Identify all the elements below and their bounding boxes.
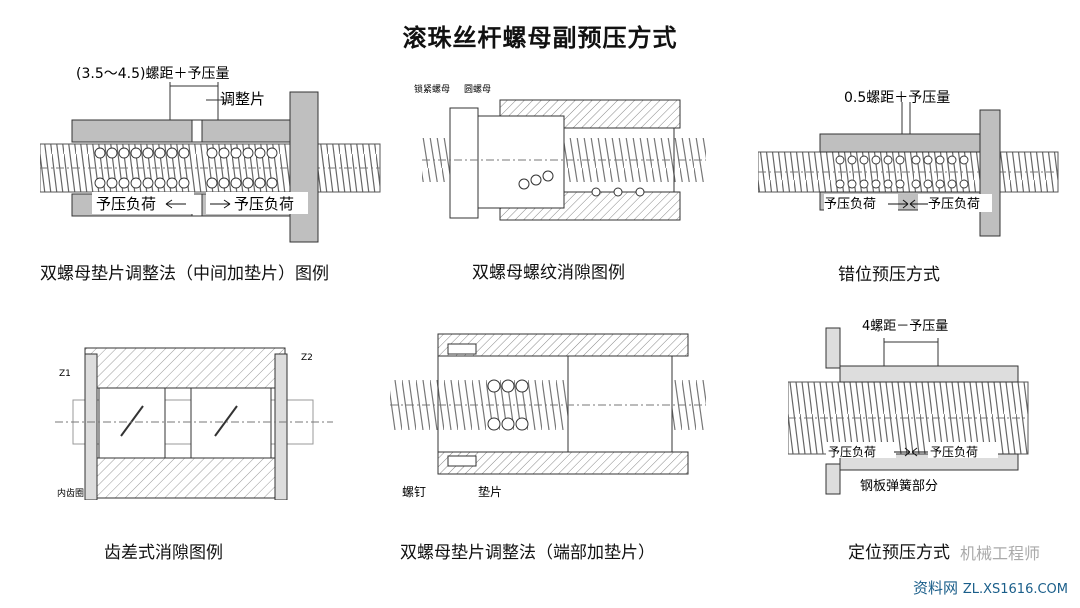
- label-round-nut: 圆螺母: [464, 84, 491, 95]
- diagram-double-nut-end-shim: 螺钉 垫片: [390, 333, 706, 499]
- watermark-site-name: 资料网: [913, 579, 959, 597]
- watermark-site: 资料网 ZL.XS1616.COM: [913, 577, 1068, 598]
- figure-double-nut-middle-shim: (3.5～4.5)螺距＋予压量 调整片 予压负荷 予压负荷: [39, 58, 390, 248]
- caption-fig1: 双螺母垫片调整法（中间加垫片）图例: [40, 264, 329, 284]
- page-title: 滚珠丝杆螺母副预压方式: [402, 24, 678, 52]
- label-inner-ring: 内齿圈: [57, 487, 84, 499]
- label-z2: Z2: [301, 353, 313, 363]
- label-screw: 螺钉: [402, 485, 426, 499]
- label-pitch: (3.5～4.5)螺距＋予压量: [76, 66, 229, 82]
- figure-double-nut-end-shim: 螺钉 垫片: [388, 330, 708, 502]
- caption-fig5: 双螺母垫片调整法（端部加垫片）: [400, 543, 655, 563]
- caption-fig6: 定位预压方式: [848, 543, 950, 563]
- label-load-left: 予压负荷: [96, 195, 156, 213]
- label-load-right: 予压负荷: [928, 197, 980, 212]
- watermark-url: ZL.XS1616.COM: [962, 582, 1068, 597]
- figure-positioning-preload: 4螺距－予压量 予压负荷 予压负荷 钢板弹簧部分: [787, 318, 1040, 502]
- label-load-left: 予压负荷: [824, 197, 876, 212]
- label-spring: 钢板弹簧部分: [860, 478, 938, 494]
- diagram-offset-preload: 0.5螺距＋予压量 予压负荷 予压负荷: [757, 90, 1059, 237]
- diagram-double-nut-thread: 锁紧螺母 圆螺母: [414, 83, 706, 221]
- figure-offset-preload: 0.5螺距＋予压量 予压负荷 予压负荷: [757, 84, 1062, 244]
- diagram-positioning-preload: 4螺距－予压量 予压负荷 予压负荷 钢板弹簧部分: [787, 319, 1029, 495]
- watermark-brand: 机械工程师: [959, 544, 1040, 563]
- diagram-double-nut-middle-shim: (3.5～4.5)螺距＋予压量 调整片 予压负荷 予压负荷: [39, 66, 381, 243]
- figure-gear-difference: Z1 Z2 内齿圈: [55, 340, 335, 501]
- caption-fig3: 错位预压方式: [838, 265, 940, 285]
- caption-fig2: 双螺母螺纹消隙图例: [472, 263, 625, 283]
- label-load-left: 予压负荷: [828, 445, 876, 459]
- label-z1: Z1: [59, 369, 71, 379]
- label-shim: 垫片: [478, 484, 502, 499]
- label-load-right: 予压负荷: [930, 445, 978, 459]
- label-load-right: 予压负荷: [234, 195, 294, 213]
- label-pitch: 4螺距－予压量: [862, 319, 948, 334]
- diagram-gear-difference: Z1 Z2 内齿圈: [55, 347, 333, 501]
- caption-fig4: 齿差式消隙图例: [104, 543, 223, 563]
- label-shim: 调整片: [220, 90, 265, 108]
- label-pitch: 0.5螺距＋予压量: [844, 90, 950, 106]
- label-locknut: 锁紧螺母: [414, 83, 450, 95]
- figure-double-nut-thread: 锁紧螺母 圆螺母: [400, 80, 710, 230]
